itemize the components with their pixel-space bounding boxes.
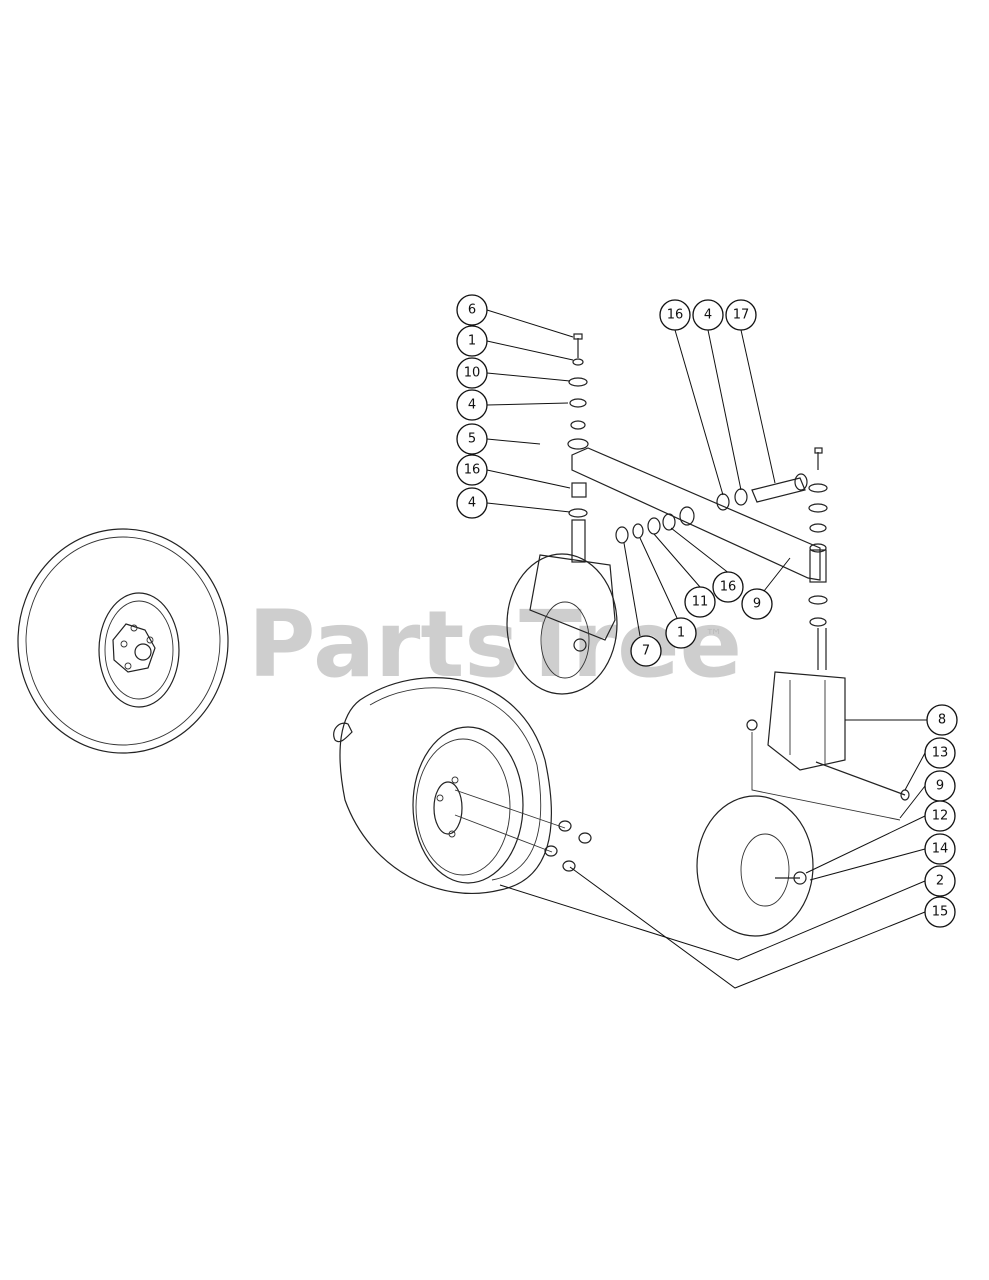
callout-12-label: 12 — [932, 809, 949, 824]
callout-2-label: 2 — [936, 874, 944, 889]
callout-7[interactable]: 7 — [630, 635, 662, 667]
callout-4-label: 4 — [468, 398, 476, 413]
callout-9-label: 9 — [753, 597, 761, 612]
callout-6-label: 6 — [468, 303, 476, 318]
callout-10-label: 10 — [464, 366, 481, 381]
callout-2[interactable]: 2 — [924, 865, 956, 897]
pivot-pin — [716, 473, 808, 511]
callout-12[interactable]: 12 — [924, 800, 956, 832]
leader-lines — [486, 309, 928, 989]
callout-16-label: 16 — [667, 308, 684, 323]
callout-11[interactable]: 11 — [684, 586, 716, 618]
callout-16[interactable]: 16 — [659, 299, 691, 331]
callout-5-label: 5 — [468, 432, 476, 447]
callout-17-label: 17 — [733, 308, 750, 323]
callout-10[interactable]: 10 — [456, 357, 488, 389]
callout-1[interactable]: 1 — [665, 617, 697, 649]
callout-9-label: 9 — [936, 779, 944, 794]
callout-1[interactable]: 1 — [456, 325, 488, 357]
callout-5[interactable]: 5 — [456, 423, 488, 455]
callout-8[interactable]: 8 — [926, 704, 958, 736]
callout-1-label: 1 — [468, 334, 476, 349]
callout-9[interactable]: 9 — [741, 588, 773, 620]
watermark: PartsTree ™ — [248, 591, 742, 698]
right-caster-assembly — [696, 595, 910, 937]
callout-16[interactable]: 16 — [456, 454, 488, 486]
callout-13-label: 13 — [932, 746, 949, 761]
washer-set — [615, 506, 695, 544]
watermark-text: PartsTree — [248, 591, 742, 698]
callout-9[interactable]: 9 — [924, 770, 956, 802]
callout-7-label: 7 — [642, 644, 650, 659]
callout-16-label: 16 — [464, 463, 481, 478]
callout-4[interactable]: 4 — [456, 487, 488, 519]
callout-15[interactable]: 15 — [924, 896, 956, 928]
callout-15-label: 15 — [932, 905, 949, 920]
callout-4-label: 4 — [468, 496, 476, 511]
callout-6[interactable]: 6 — [456, 294, 488, 326]
axle-beam — [571, 447, 828, 583]
callout-16[interactable]: 16 — [712, 571, 744, 603]
watermark-trademark: ™ — [705, 626, 723, 647]
callout-8-label: 8 — [938, 713, 946, 728]
callout-14[interactable]: 14 — [924, 833, 956, 865]
left-caster-assembly — [506, 333, 618, 695]
callout-4-label: 4 — [704, 308, 712, 323]
callout-14-label: 14 — [932, 842, 949, 857]
callout-4[interactable]: 4 — [692, 299, 724, 331]
callout-16-label: 16 — [720, 580, 737, 595]
callout-17[interactable]: 17 — [725, 299, 757, 331]
lug-nuts — [544, 820, 592, 872]
spare-wheel-left — [17, 528, 229, 754]
callout-11-label: 11 — [692, 595, 709, 610]
callout-13[interactable]: 13 — [924, 737, 956, 769]
callout-1-label: 1 — [677, 626, 685, 641]
callout-4[interactable]: 4 — [456, 389, 488, 421]
rear-drive-wheel — [333, 677, 592, 894]
